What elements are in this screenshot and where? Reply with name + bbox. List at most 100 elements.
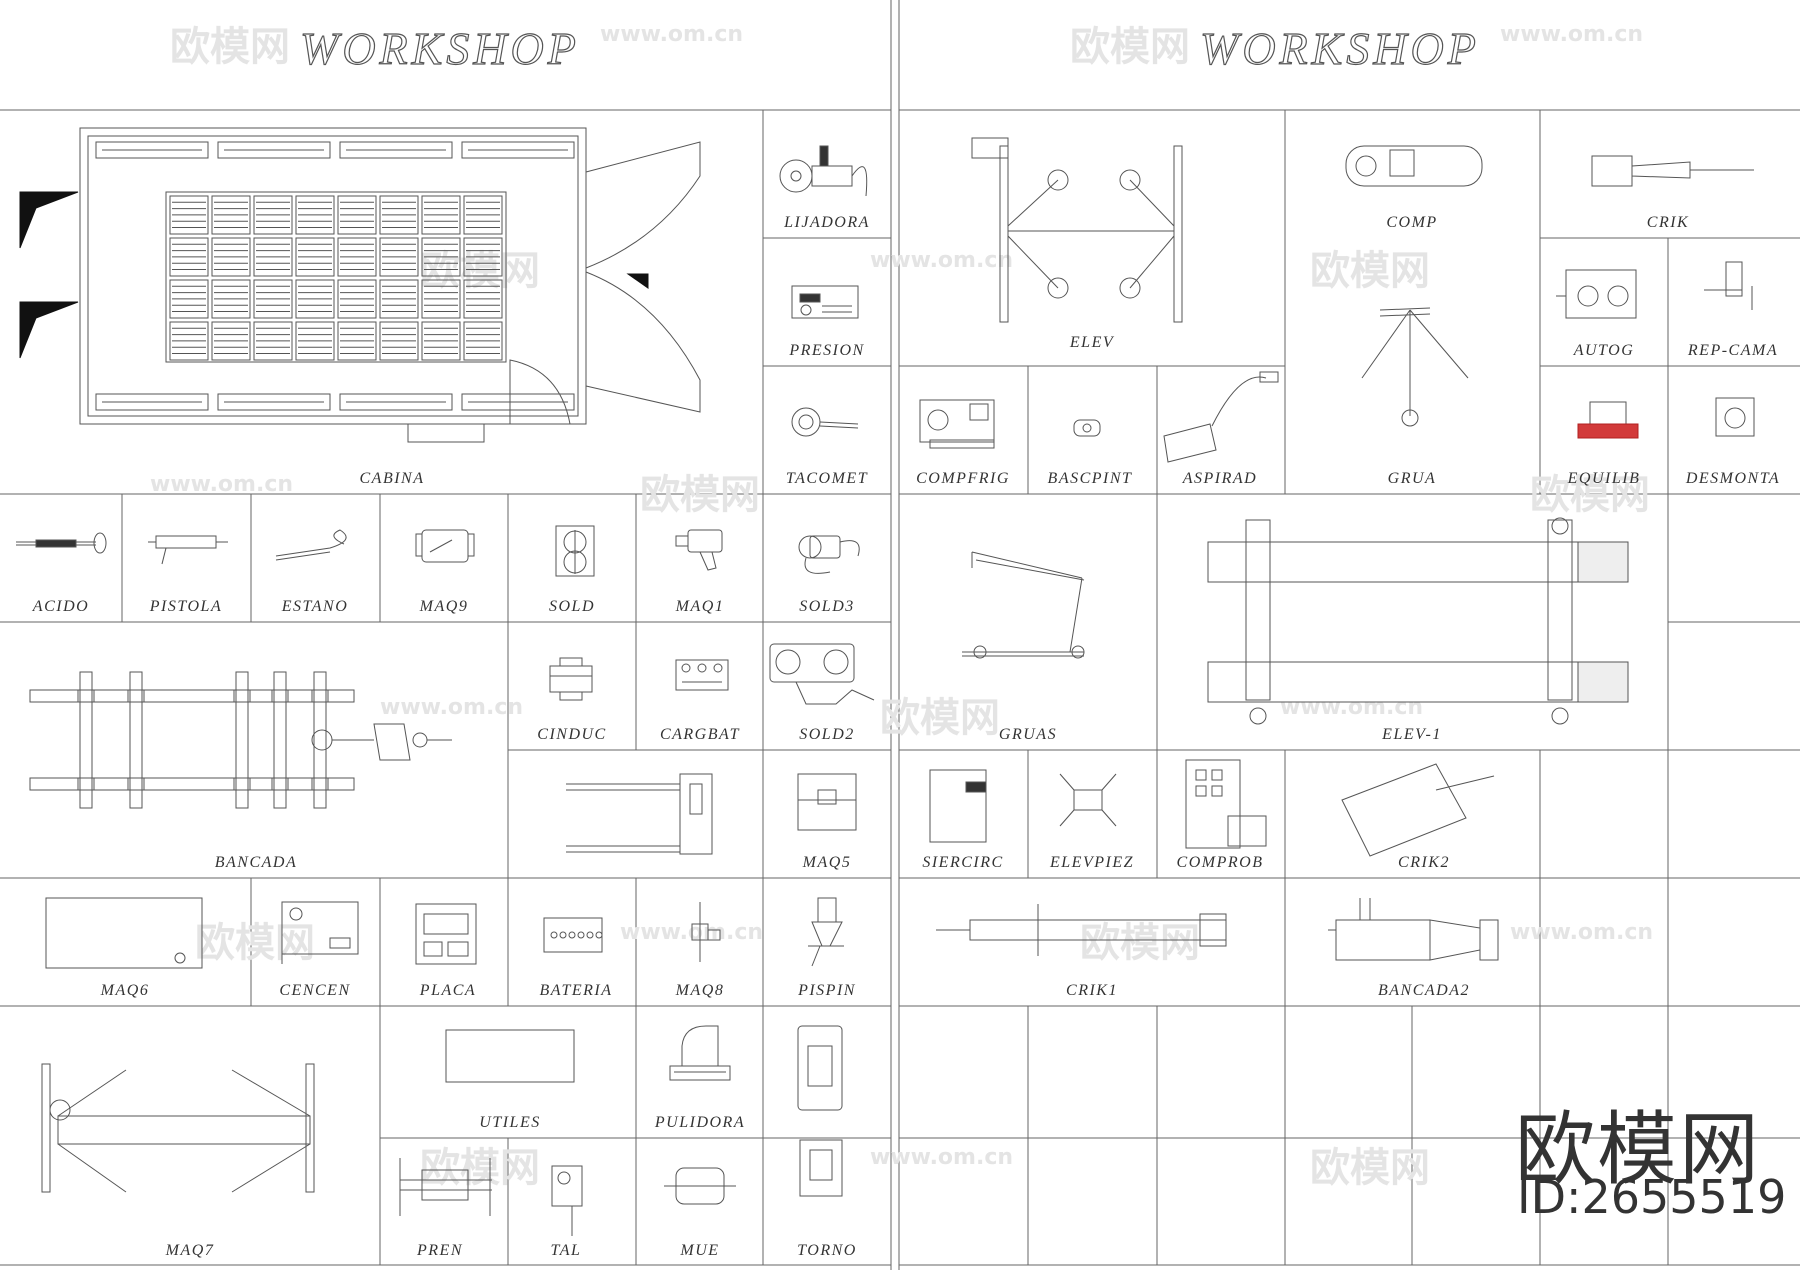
elev-symbol (972, 138, 1182, 322)
label-rep-cama: REP-CAMA (1687, 342, 1779, 359)
label-bascpint: BASCPINT (1047, 470, 1133, 487)
crik2-symbol (1342, 764, 1494, 856)
pulidora-symbol (670, 1026, 730, 1080)
pren-symbol (400, 1158, 492, 1216)
grua-symbol (1362, 308, 1468, 426)
label-maq5: MAQ5 (802, 854, 852, 871)
label-presion: PRESION (789, 342, 865, 359)
elev-1-symbol (1208, 518, 1628, 724)
sheet-title-right: WORKSHOP (1199, 22, 1480, 74)
label-elev: ELEV (1069, 334, 1115, 351)
lijadora-symbol (780, 146, 867, 196)
sold-symbol (556, 526, 594, 576)
placa-symbol (416, 904, 476, 964)
label-maq9: MAQ9 (419, 598, 469, 615)
label-gruas: GRUAS (998, 726, 1058, 743)
label-mue: MUE (680, 1242, 720, 1259)
aspirad-symbol (1164, 372, 1278, 462)
maq9-symbol (416, 530, 474, 562)
label-tacomet: TACOMET (785, 470, 869, 487)
label-acido: ACIDO (32, 598, 90, 615)
presion-symbol (792, 286, 858, 318)
tacomet-symbol (792, 408, 858, 436)
estano-symbol (276, 530, 346, 560)
mue-symbol (664, 1168, 736, 1204)
label-comp: COMP (1386, 214, 1438, 231)
label-estano: ESTANO (281, 598, 349, 615)
label-desmonta: DESMONTA (1685, 470, 1781, 487)
comprob-symbol (1186, 760, 1266, 848)
maq7-symbol (42, 1064, 314, 1192)
label-pren: PREN (417, 1242, 463, 1259)
label-elevpiez: ELEVPIEZ (1050, 854, 1134, 871)
label-siercirc: SIERCIRC (922, 854, 1004, 871)
label-compfrig: COMPFRIG (916, 470, 1010, 487)
label-utiles: UTILES (479, 1114, 541, 1131)
label-tal: TAL (550, 1242, 582, 1259)
label-comprob: COMPROB (1176, 854, 1264, 871)
label-pispin: PISPIN (798, 982, 856, 999)
label-maq1: MAQ1 (675, 598, 725, 615)
label-sold2: SOLD2 (799, 726, 855, 743)
label-pistola: PISTOLA (149, 598, 223, 615)
label-cinduc: CINDUC (537, 726, 607, 743)
cabina-symbol (20, 128, 700, 442)
cargbat-symbol (676, 660, 728, 690)
siercirc-symbol (930, 770, 986, 842)
torno-symbol (798, 1026, 842, 1196)
desmonta-symbol (1716, 398, 1754, 436)
bascpint-symbol (1074, 420, 1100, 436)
bancada-symbol (30, 672, 452, 808)
label-bancada: BANCADA (214, 854, 298, 871)
cinduc-symbol (550, 658, 592, 700)
label-lijadora: LIJADORA (784, 214, 870, 231)
label-maq8: MAQ8 (675, 982, 725, 999)
cencen-symbol (282, 902, 358, 964)
equilib-symbol (1578, 402, 1638, 438)
label-crik2: CRIK2 (1398, 854, 1450, 871)
label-aspirad: ASPIRAD (1182, 470, 1258, 487)
label-sold: SOLD (548, 598, 596, 615)
crik-symbol (1592, 156, 1754, 186)
label-placa: PLACA (419, 982, 477, 999)
label-bancada2: BANCADA2 (1378, 982, 1470, 999)
utiles-symbol (446, 1030, 574, 1082)
label-crik: CRIK (1646, 214, 1690, 231)
pistola-symbol (148, 536, 228, 564)
label-grua: GRUA (1387, 470, 1437, 487)
elevpiez-symbol (1060, 774, 1116, 826)
brand-logo: 欧模网 (1515, 1103, 1761, 1196)
maq5-symbol (798, 774, 856, 830)
comp-symbol (1346, 146, 1482, 186)
brand-id: ID:2655519 (1517, 1170, 1787, 1224)
label-pulidora: PULIDORA (654, 1114, 746, 1131)
crik1-symbol (936, 904, 1226, 956)
rep-cama-symbol (1704, 262, 1752, 310)
tal-symbol (552, 1166, 582, 1236)
label-maq6: MAQ6 (100, 982, 150, 999)
forklift-symbol (566, 774, 712, 854)
label-elev-1: ELEV-1 (1382, 726, 1442, 743)
label-crik1: CRIK1 (1066, 982, 1118, 999)
sheet-title-left: WORKSHOP (299, 22, 580, 74)
sold2-symbol (770, 644, 874, 704)
label-torno: TORNO (797, 1242, 857, 1259)
bateria-symbol (544, 918, 602, 952)
maq1-symbol (676, 530, 722, 570)
maq8-symbol (692, 902, 720, 962)
bancada2-symbol (1328, 898, 1498, 960)
acido-symbol (16, 533, 106, 553)
sold3-symbol (799, 536, 859, 573)
autog-symbol (1556, 270, 1636, 318)
gruas-symbol (962, 552, 1084, 658)
label-autog: AUTOG (1573, 342, 1635, 359)
label-sold3: SOLD3 (799, 598, 855, 615)
compfrig-symbol (920, 400, 994, 448)
label-bateria: BATERIA (539, 982, 613, 999)
label-equilib: EQUILIB (1567, 470, 1641, 487)
label-cargbat: CARGBAT (659, 726, 741, 743)
label-maq7: MAQ7 (165, 1242, 215, 1259)
